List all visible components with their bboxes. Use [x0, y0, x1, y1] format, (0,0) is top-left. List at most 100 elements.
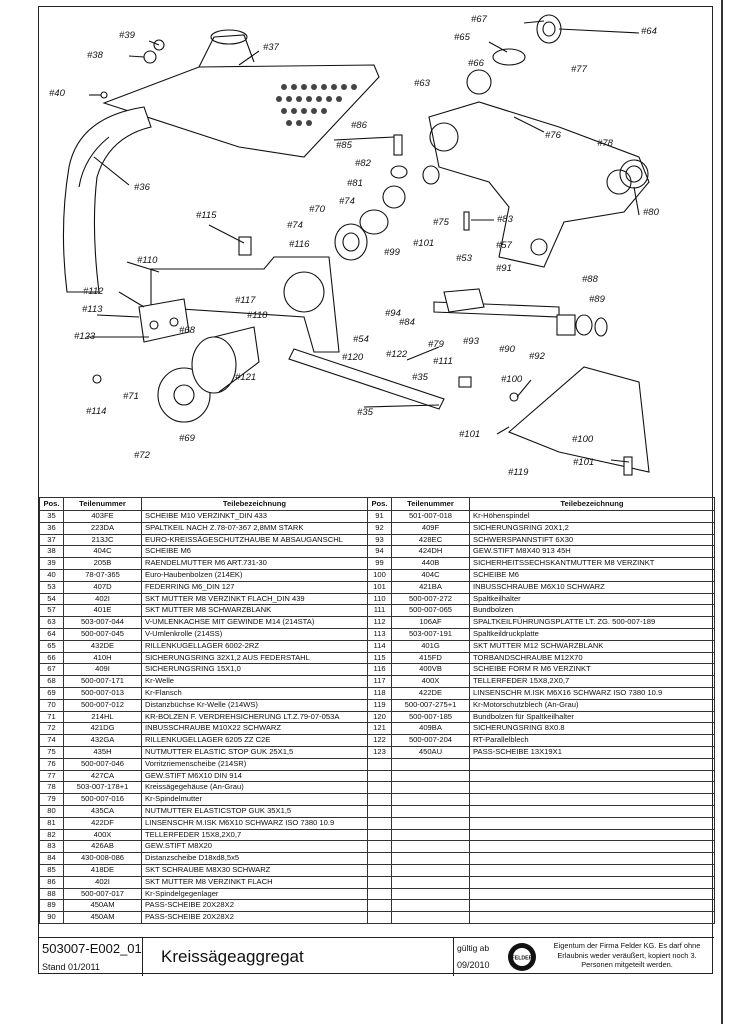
part-description — [469, 899, 715, 913]
part-description: Kr-Spindelmutter — [141, 793, 368, 806]
callout-label: #115 — [196, 210, 217, 221]
part-number: 400X — [63, 828, 142, 842]
part-description: SICHERUNGSRING 32X1,2 AUS FEDERSTAHL — [141, 651, 368, 665]
part-number: 421DG — [63, 722, 142, 736]
part-description: PASS-SCHEIBE 20X28X2 — [141, 899, 368, 913]
part-pos — [367, 840, 392, 854]
callout-label: #101 — [413, 238, 435, 249]
part-description: SCHEIBE M10 VERZINKT_DIN 433 — [141, 510, 368, 523]
part-number — [391, 887, 470, 901]
part-pos: 88 — [39, 887, 64, 901]
part-pos: 37 — [39, 533, 64, 547]
part-number — [391, 899, 470, 913]
part-description: TELLERFEDER 15X8,2X0,7 — [141, 828, 368, 842]
part-pos: 121 — [367, 722, 392, 736]
motor-shield — [507, 366, 650, 473]
callout-label: #111 — [433, 356, 453, 367]
part-number: 404C — [391, 568, 470, 582]
part-number — [391, 781, 470, 795]
callout-label: #54 — [353, 334, 369, 345]
callout-label: #118 — [247, 310, 268, 321]
callout-label: #101 — [573, 457, 595, 468]
part-pos: 67 — [39, 663, 64, 677]
part-description — [469, 816, 715, 830]
part-pos: 81 — [39, 816, 64, 830]
part-pos: 36 — [39, 521, 64, 535]
part-description — [469, 804, 715, 818]
callout-label: #63 — [414, 78, 430, 89]
part-pos — [367, 887, 392, 901]
callout-label: #89 — [589, 294, 605, 305]
part-number: 424DH — [391, 545, 470, 559]
callout-label: #68 — [179, 325, 195, 336]
part-number: 430-008-086 — [63, 852, 142, 865]
header-number-left: Teilenummer — [63, 497, 142, 511]
part-number: 409I — [63, 663, 142, 677]
part-pos: 69 — [39, 686, 64, 700]
parallel-plate — [288, 348, 445, 410]
part-number: 432DE — [63, 639, 142, 653]
callout-label: #35 — [412, 372, 428, 383]
part-pos: 65 — [39, 639, 64, 653]
part-pos: 123 — [367, 745, 392, 759]
callout-label: #90 — [499, 344, 515, 355]
part-description: LINSENSCHR M.ISK M6X10 SCHWARZ ISO 7380 … — [141, 816, 368, 830]
part-number: 400VB — [391, 663, 470, 677]
callout-label: #99 — [384, 247, 400, 258]
callout-label: #91 — [496, 263, 512, 274]
part-number: 409BA — [391, 722, 470, 736]
part-pos: 80 — [39, 804, 64, 818]
part-description: SCHWERSPANNSTIFT 6X30 — [469, 533, 715, 547]
title-block-divider — [142, 938, 143, 976]
document-number: 503007-E002_01 — [42, 941, 142, 956]
part-description: TELLERFEDER 15X8,2X0,7 — [469, 675, 715, 688]
part-description: SICHERUNGSRING 8X0.8 — [469, 722, 715, 736]
part-pos: 110 — [367, 592, 392, 606]
part-pos: 40 — [39, 568, 64, 582]
part-number: 503-007-191 — [391, 627, 470, 641]
part-pos: 90 — [39, 911, 64, 924]
callout-label: #120 — [342, 352, 364, 363]
part-description — [469, 769, 715, 783]
document-date: Stand 01/2011 — [42, 962, 100, 972]
part-description: Kreissägegehäuse (An-Grau) — [141, 781, 368, 795]
part-description: Vorritzriemenscheibe (214SR) — [141, 757, 368, 771]
part-number: 422DF — [63, 816, 142, 830]
part-description: Distanzscheibe D18xd8,5x5 — [141, 852, 368, 865]
part-description: SICHERUNGSRING 15X1,0 — [141, 663, 368, 677]
callout-label: #70 — [309, 204, 325, 215]
part-description: SCHEIBE M6 — [141, 545, 368, 559]
part-description: Kr-Höhenspindel — [469, 510, 715, 523]
header-pos-left: Pos. — [39, 497, 64, 511]
part-pos: 89 — [39, 899, 64, 913]
part-pos: 63 — [39, 616, 64, 629]
part-description: NUTMUTTER ELASTIC STOP GUK 25X1,5 — [141, 745, 368, 759]
part-number: 501-007-018 — [391, 510, 470, 523]
part-pos: 115 — [367, 651, 392, 665]
part-pos: 92 — [367, 521, 392, 535]
callout-label: #65 — [454, 32, 470, 43]
part-number — [391, 875, 470, 889]
parts-list-table: Pos. Teilenummer Teilebezeichnung Pos. T… — [39, 497, 715, 924]
callout-label: #80 — [643, 207, 659, 218]
part-pos — [367, 804, 392, 818]
part-description: LINSENSCHR M.ISK M6X16 SCHWARZ ISO 7380 … — [469, 686, 715, 700]
callout-label: #74 — [339, 196, 355, 207]
part-pos: 111 — [367, 604, 392, 618]
callout-label: #116 — [289, 239, 310, 250]
part-description: KR-BOLZEN F. VERDREHSICHERUNG LT.Z.79-07… — [141, 710, 368, 724]
callout-label: #35 — [357, 407, 373, 418]
callout-label: #66 — [468, 58, 484, 69]
callout-label: #88 — [582, 274, 598, 285]
